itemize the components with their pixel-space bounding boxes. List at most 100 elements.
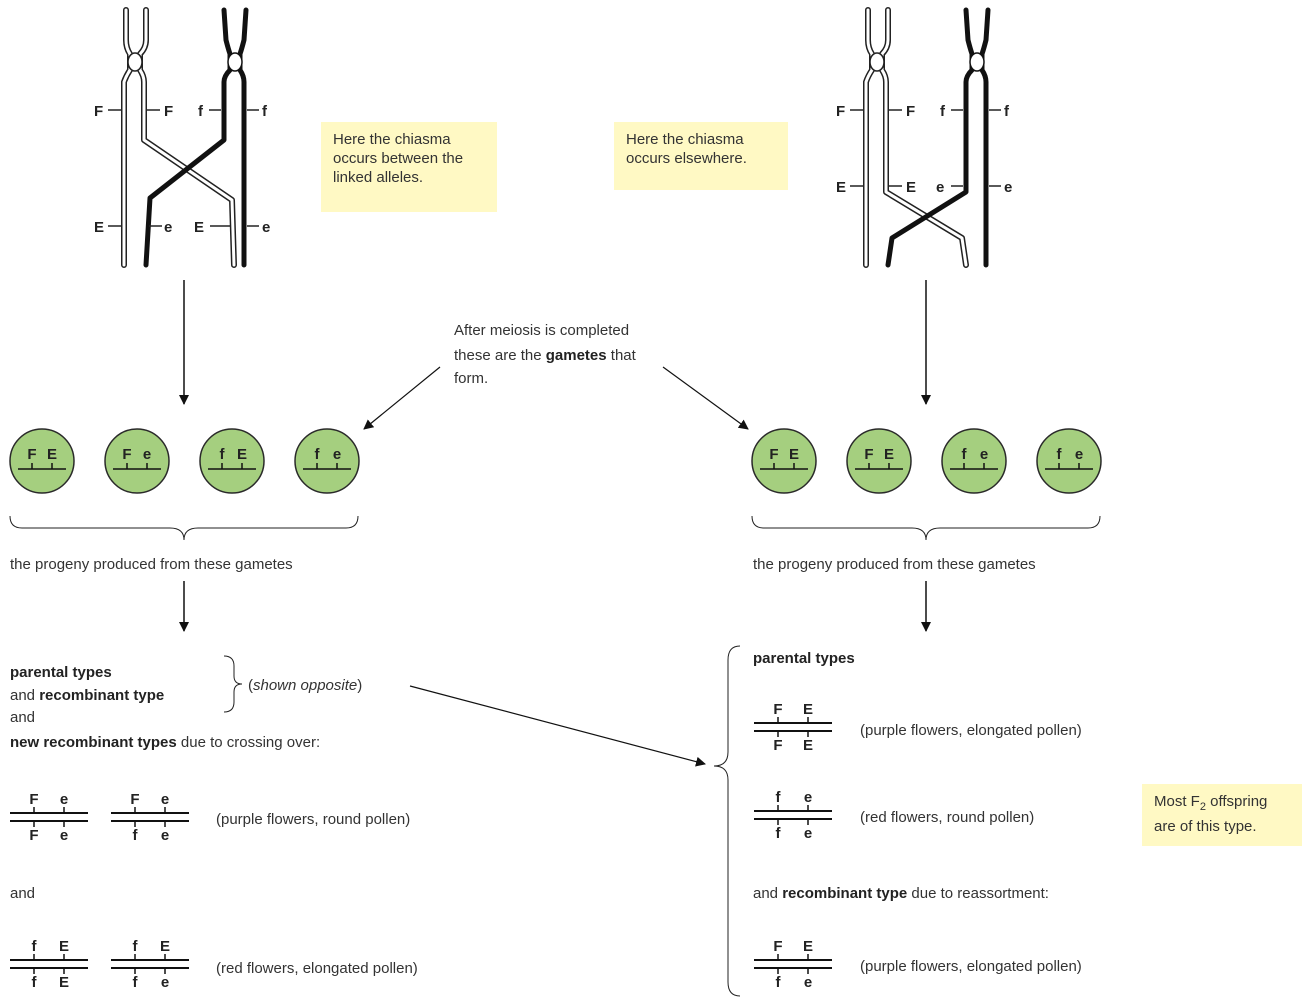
right-progeny-section: parental types (purple flowers, elongate… [713,645,1082,997]
gamete-allele-label: f [220,446,226,463]
right-purple-elongated-label-2: (purple flowers, elongated pollen) [860,958,1082,975]
shown-opposite-brace [223,655,243,713]
gamete-allele-label: f [315,446,321,463]
left-dark-chromatid-1 [143,7,233,268]
right-dark-chromatid-1 [885,7,975,268]
genotype: f Ef e [111,938,189,991]
allele-label: e [262,219,270,236]
genotype-allele-label: F [29,791,38,808]
gamete-circle [104,428,170,494]
most-f2-note: Most F2 offspring are of this type. [1142,784,1302,846]
genotype-allele-label: F [130,791,139,808]
right-dark-chromatid-2 [979,7,991,268]
left-progeny-brace [9,515,359,541]
gamete-allele-label: F [864,446,873,463]
meiosis-note-line2: these are the gametes that [454,347,637,364]
genotype-allele-label: E [803,938,813,955]
right-white-chromatid-2 [879,7,969,268]
left-progeny-section: parental types and recombinant type and … [10,655,418,977]
gamete-allele-label: E [789,446,799,463]
gamete-allele-label: F [769,446,778,463]
gamete-circle [846,428,912,494]
allele-label: f [262,103,268,120]
genotype-allele-label: e [161,974,169,991]
genotype-allele-label: f [776,974,782,991]
allele-label: F [164,103,173,120]
genotype-allele-label: f [133,974,139,991]
right-big-brace [713,645,741,997]
shown-opposite-text: (shown opposite) [248,677,362,694]
left-chromosome-pair: F F f f E e E e [94,7,270,268]
shown-opposite-arrow [409,685,706,767]
gamete-allele-label: e [980,446,988,463]
genotype-allele-label: E [59,974,69,991]
genotype-allele-label: e [161,791,169,808]
left-dark-chromatid-2 [237,7,249,268]
gamete-allele-label: e [1075,446,1083,463]
left-new-recombinant-line: new recombinant types due to crossing ov… [10,734,320,751]
genotype-allele-label: F [773,737,782,754]
allele-label: F [836,103,845,120]
meiosis-note: After meiosis is completed these are the… [454,322,637,387]
meiosis-note-line1: After meiosis is completed [454,322,629,339]
chiasma-elsewhere-note: Here the chiasma occurs elsewhere. [614,122,788,190]
genotype-allele-label: e [161,827,169,844]
gamete-allele-label: e [143,446,151,463]
genotype-allele-label: f [32,974,38,991]
allele-label: f [1004,103,1010,120]
right-parental-types-label: parental types [753,650,855,667]
right-chromosome-pair: F F f f E E e e [836,7,1012,268]
gamete-allele-label: F [27,446,36,463]
left-and-label: and [10,709,35,726]
genotype-allele-label: f [133,938,139,955]
gamete-allele-label: e [333,446,341,463]
gamete-circle [941,428,1007,494]
genotype-allele-label: e [60,827,68,844]
gamete-allele-label: f [962,446,968,463]
gamete-allele-label: F [122,446,131,463]
left-recombinant-line: and recombinant type [10,687,164,704]
right-recombinant-line: and recombinant type due to reassortment… [753,885,1049,902]
gamete-circle [294,428,360,494]
gamete-circle [751,428,817,494]
genotype-allele-label: f [776,825,782,842]
gamete-allele-label: E [884,446,894,463]
allele-label: F [906,103,915,120]
gamete-allele-label: E [237,446,247,463]
genotype-allele-label: e [804,789,812,806]
left-white-centromere [127,52,143,72]
left-purple-round-label: (purple flowers, round pollen) [216,811,410,828]
genotype-allele-label: e [60,791,68,808]
genotype-allele-label: f [133,827,139,844]
gamete-allele-label: E [47,446,57,463]
gamete-circle [1036,428,1102,494]
allele-label: F [94,103,103,120]
chiasma-between-note: Here the chiasma occurs between the link… [321,122,497,212]
allele-label: f [198,103,204,120]
genotype-allele-label: f [776,789,782,806]
gamete-circle [9,428,75,494]
genotype-allele-label: F [773,701,782,718]
left-progeny-caption: the progeny produced from these gametes [10,556,293,573]
genotype-allele-label: E [803,737,813,754]
gamete-circle [199,428,265,494]
left-and-label-2: and [10,885,35,902]
allele-label: E [194,219,204,236]
genotype-allele-label: E [160,938,170,955]
